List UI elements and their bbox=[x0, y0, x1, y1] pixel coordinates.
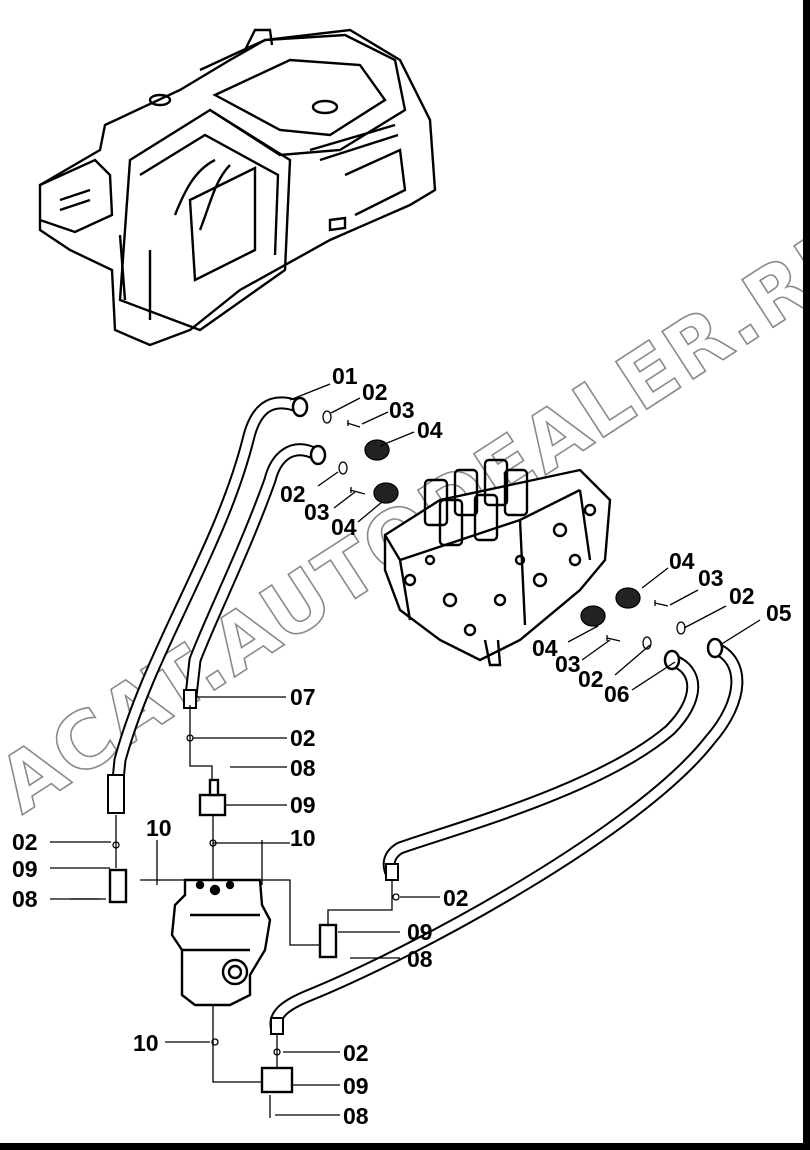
callout-02: 02 bbox=[578, 666, 604, 692]
callout-08: 08 bbox=[290, 755, 316, 781]
hose-06 bbox=[382, 649, 700, 881]
callout-09: 09 bbox=[407, 919, 433, 945]
callout-03: 03 bbox=[389, 397, 415, 423]
callout-02: 02 bbox=[362, 379, 388, 405]
callout-02: 02 bbox=[729, 583, 755, 609]
callout-02: 02 bbox=[290, 725, 316, 751]
callout-04: 04 bbox=[669, 548, 695, 574]
callout-09: 09 bbox=[343, 1073, 369, 1099]
callout-04: 04 bbox=[331, 514, 357, 540]
callout-02: 02 bbox=[443, 885, 469, 911]
callout-10: 10 bbox=[146, 815, 172, 841]
callout-01: 01 bbox=[332, 363, 358, 389]
callout-09: 09 bbox=[290, 792, 316, 818]
callout-05: 05 bbox=[766, 600, 792, 626]
callout-08: 08 bbox=[12, 886, 38, 912]
callout-06: 06 bbox=[604, 681, 630, 707]
hose-01 bbox=[107, 396, 309, 814]
swivel-joint-icon bbox=[170, 878, 272, 1007]
hose-07 bbox=[183, 443, 327, 709]
joint-block-icon bbox=[108, 778, 338, 1094]
callout-03: 03 bbox=[555, 651, 581, 677]
leader-lines bbox=[50, 383, 761, 1118]
callout-labels: 01 02 03 04 02 03 04 04 03 02 05 04 03 0… bbox=[12, 363, 792, 1129]
callout-09: 09 bbox=[12, 856, 38, 882]
callout-08: 08 bbox=[407, 946, 433, 972]
hose-05 bbox=[269, 637, 744, 1035]
callout-10: 10 bbox=[290, 825, 316, 851]
callout-07: 07 bbox=[290, 684, 316, 710]
callout-03: 03 bbox=[304, 499, 330, 525]
callout-02: 02 bbox=[12, 829, 38, 855]
callout-10: 10 bbox=[133, 1030, 159, 1056]
callout-02: 02 bbox=[280, 481, 306, 507]
callout-03: 03 bbox=[698, 565, 724, 591]
callout-04: 04 bbox=[532, 635, 558, 661]
control-valve-icon bbox=[383, 458, 612, 667]
bolt-icon bbox=[346, 420, 669, 642]
callout-04: 04 bbox=[417, 417, 443, 443]
callout-02: 02 bbox=[343, 1040, 369, 1066]
callout-08: 08 bbox=[343, 1103, 369, 1129]
excavator-illustration-icon bbox=[38, 28, 437, 347]
